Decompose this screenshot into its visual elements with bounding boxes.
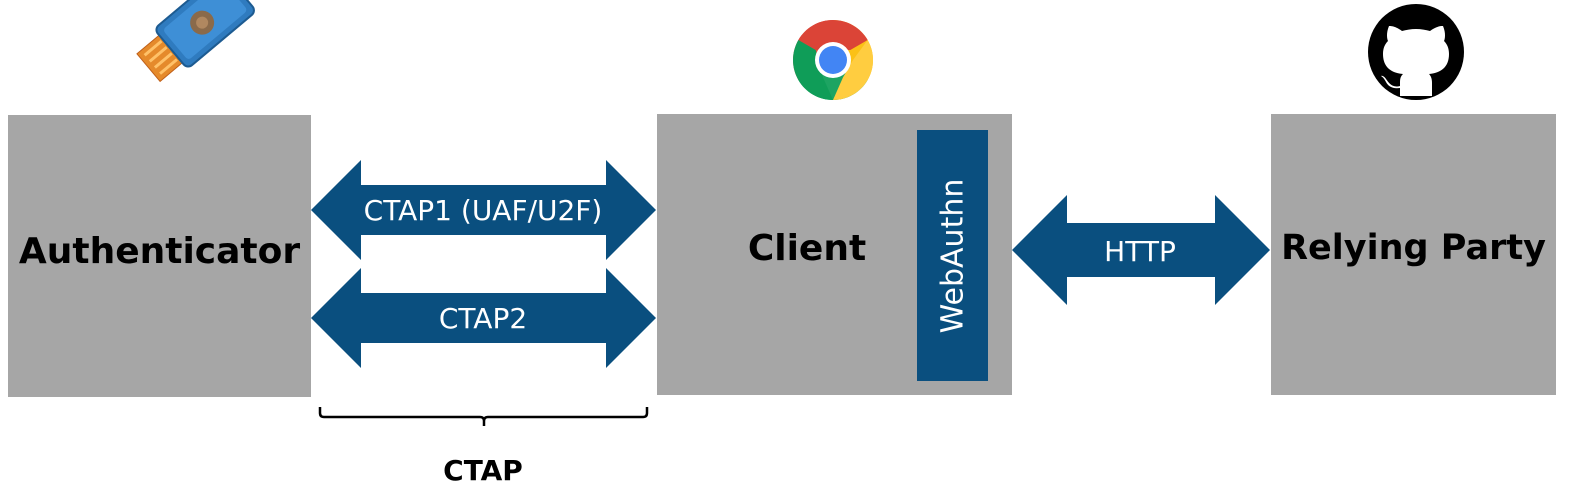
authenticator-box: Authenticator	[8, 115, 311, 397]
webauthn-component: WebAuthn	[917, 130, 988, 381]
authenticator-label: Authenticator	[18, 231, 301, 272]
ctap-brace	[318, 407, 649, 426]
relying-party-label: Relying Party	[1281, 228, 1546, 268]
ctap2-arrow	[311, 268, 656, 368]
http-label: HTTP	[1104, 235, 1176, 268]
github-icon	[1368, 4, 1464, 100]
ctap-brace-label: CTAP	[443, 454, 523, 487]
ctap1-label: CTAP1 (UAF/U2F)	[364, 194, 603, 227]
relying-party-box: Relying Party	[1271, 114, 1556, 395]
http-arrow	[1012, 195, 1270, 305]
ctap1-arrow	[311, 160, 656, 260]
chrome-browser-icon	[793, 20, 873, 100]
client-label: Client	[747, 228, 867, 269]
usb-security-key-icon	[136, 0, 255, 83]
ctap2-label: CTAP2	[439, 302, 527, 335]
